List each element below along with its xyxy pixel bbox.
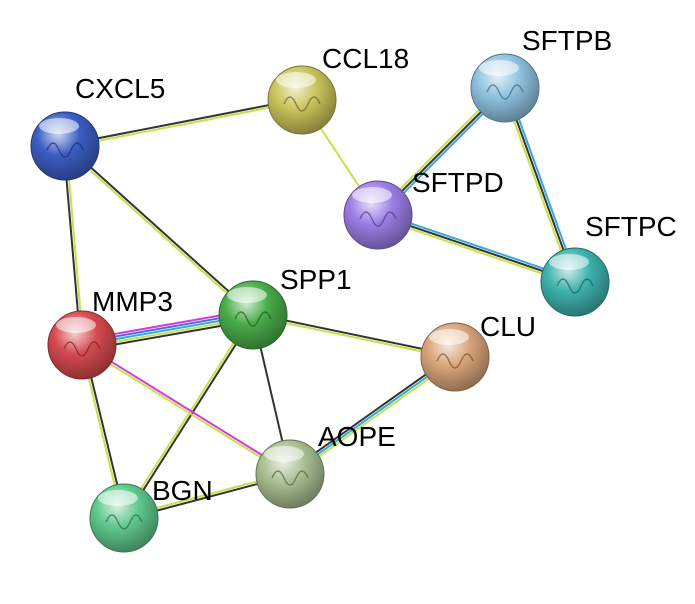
node-clu[interactable] xyxy=(420,322,490,392)
node-highlight xyxy=(39,118,79,134)
edge-line-magenta xyxy=(82,343,292,474)
protein-structure-icon xyxy=(436,353,474,369)
edge-line-black xyxy=(65,144,255,315)
node-highlight xyxy=(264,446,304,462)
edge-cxcl5-ccl18 xyxy=(64,97,303,149)
edge-line-yellow xyxy=(122,313,253,518)
protein-structure-icon xyxy=(105,514,143,530)
edge-mmp3-aope xyxy=(80,343,292,476)
node-bgn[interactable] xyxy=(89,483,159,553)
edge-line-black xyxy=(377,214,576,283)
edge-cxcl5-spp1 xyxy=(63,144,255,317)
node-highlight xyxy=(549,254,589,270)
node-label-cxcl5: CXCL5 xyxy=(75,73,165,104)
edge-spp1-bgn xyxy=(122,313,255,520)
node-highlight xyxy=(479,60,519,76)
nodes-layer xyxy=(30,53,610,553)
node-label-sftpb: SFTPB xyxy=(522,25,612,56)
edge-line-yellow xyxy=(65,100,303,149)
edge-line-yellow xyxy=(376,216,575,286)
protein-structure-icon xyxy=(63,341,101,357)
node-sftpd[interactable] xyxy=(343,180,413,250)
node-aope[interactable] xyxy=(255,439,325,509)
edge-line-cyan xyxy=(378,211,577,281)
node-label-clu: CLU xyxy=(480,311,536,342)
edge-line-yellow xyxy=(63,146,253,317)
edge-sftpd-sftpc xyxy=(376,211,577,286)
node-label-ccl18: CCL18 xyxy=(322,43,409,74)
protein-structure-icon xyxy=(556,278,594,294)
node-ccl18[interactable] xyxy=(267,65,337,135)
protein-structure-icon xyxy=(271,470,309,486)
node-highlight xyxy=(227,287,267,303)
node-highlight xyxy=(429,329,469,345)
edge-line-yellow xyxy=(80,345,290,476)
node-label-sftpc: SFTPC xyxy=(585,211,677,242)
protein-structure-icon xyxy=(283,96,321,112)
protein-structure-icon xyxy=(234,311,272,327)
node-label-bgn: BGN xyxy=(152,475,213,506)
node-label-spp1: SPP1 xyxy=(280,264,352,295)
protein-structure-icon xyxy=(46,142,84,158)
node-spp1[interactable] xyxy=(218,280,288,350)
node-highlight xyxy=(98,490,138,506)
node-sftpc[interactable] xyxy=(540,247,610,317)
node-highlight xyxy=(56,317,96,333)
node-cxcl5[interactable] xyxy=(30,111,100,181)
edge-line-black xyxy=(64,97,302,146)
protein-structure-icon xyxy=(486,84,524,100)
node-sftpb[interactable] xyxy=(470,53,540,123)
node-mmp3[interactable] xyxy=(47,310,117,380)
protein-structure-icon xyxy=(359,211,397,227)
node-label-mmp3: MMP3 xyxy=(92,286,173,317)
node-label-sftpd: SFTPD xyxy=(412,167,504,198)
node-label-aope: AOPE xyxy=(318,421,396,452)
edge-line-black xyxy=(124,315,255,520)
node-highlight xyxy=(276,72,316,88)
node-highlight xyxy=(352,187,392,203)
